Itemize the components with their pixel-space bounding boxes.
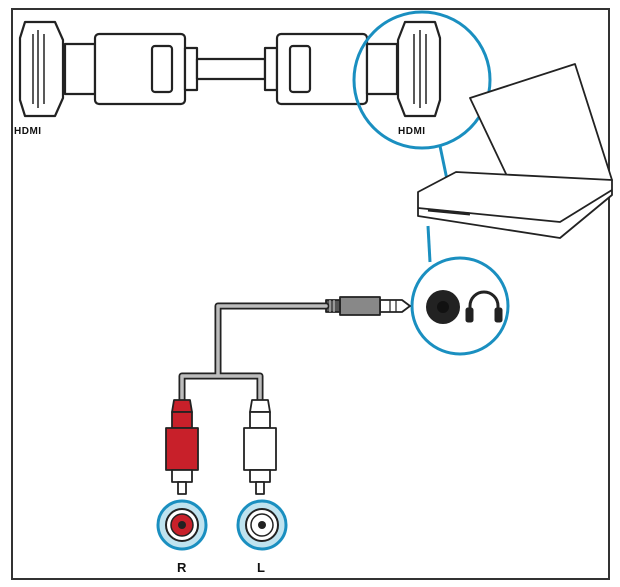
callout-headphone-leader [426, 225, 432, 263]
rca-jack-right [156, 499, 208, 551]
hdmi-cable [18, 20, 399, 118]
hdmi-plug-right-tip [365, 42, 399, 96]
audio-plug-body [339, 296, 381, 316]
hdmi-label-left: HDMI [14, 126, 42, 137]
hdmi-port-right [396, 20, 442, 118]
hdmi-plug-left-tip [63, 42, 97, 96]
audio-plug [325, 296, 411, 316]
callout-hdmi [352, 10, 492, 150]
laptop [417, 63, 613, 239]
hdmi-cable-wire [195, 57, 267, 81]
left-channel-label: L [257, 560, 265, 575]
audio-plug-tip [379, 299, 411, 313]
rca-plug-white [243, 399, 277, 495]
hdmi-plug-right-collar [263, 46, 279, 92]
hdmi-plug-left-collar [183, 46, 199, 92]
callout-headphone [410, 256, 510, 356]
hdmi-label-right: HDMI [398, 126, 426, 137]
hdmi-port-left [18, 20, 65, 118]
hdmi-plug-left-grip [150, 44, 174, 94]
rca-plug-red [165, 399, 199, 495]
right-channel-label: R [177, 560, 187, 575]
hdmi-plug-right-grip [288, 44, 312, 94]
laptop-port-strip [427, 208, 471, 216]
audio-cable [178, 302, 330, 404]
headphone-icon [465, 290, 503, 323]
rca-jack-left [236, 499, 288, 551]
diagram-border [11, 8, 610, 580]
laptop-base [417, 171, 613, 239]
headphone-jack-group [426, 290, 503, 324]
hdmi-port-left-pins [32, 30, 45, 108]
